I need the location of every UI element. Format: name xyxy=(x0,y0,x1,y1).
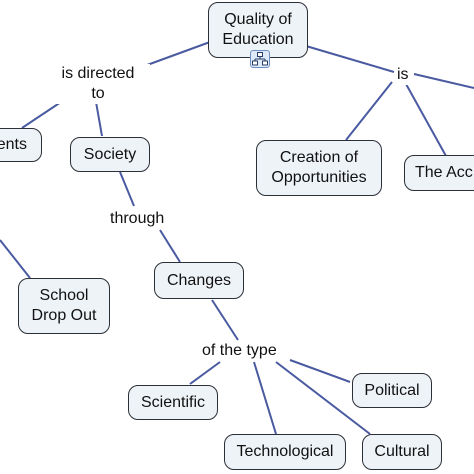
linking-phrase-is: is xyxy=(395,65,411,85)
node-students-partial[interactable]: ents xyxy=(0,128,42,162)
node-label: Technological xyxy=(236,443,334,460)
node-label-line: Drop Out xyxy=(31,307,97,324)
node-creation-of-opportunities[interactable]: Creation of Opportunities xyxy=(256,140,382,196)
connector-is-offscreen xyxy=(413,73,474,89)
node-label: The Acc xyxy=(415,164,473,181)
node-political[interactable]: Political xyxy=(352,373,432,408)
connector-is-to-creation xyxy=(345,81,393,141)
node-school-drop-out[interactable]: School Drop Out xyxy=(18,278,110,334)
sitemap-icon-glyph xyxy=(252,52,268,66)
connector-of-the-type-to-cultural xyxy=(275,361,371,435)
connector-offscreen-to-school xyxy=(0,239,31,279)
connector-through-to-changes xyxy=(159,229,181,263)
linking-phrase-through: through xyxy=(108,209,167,229)
sitemap-icon[interactable] xyxy=(250,50,270,68)
connector-society-to-through xyxy=(119,171,135,207)
connector-changes-to-of-the-type xyxy=(211,299,239,341)
node-label-line: Opportunities xyxy=(271,169,367,186)
node-society[interactable]: Society xyxy=(70,137,150,172)
linking-phrase-line: to xyxy=(91,85,105,102)
linking-phrase-is-directed-to: is directed to xyxy=(46,64,150,104)
linking-phrase-of-the-type: of the type xyxy=(200,341,279,361)
node-label-line: Quality of xyxy=(224,11,292,28)
node-quality-of-education[interactable]: Quality of Education xyxy=(208,2,308,58)
linking-phrase-text: of the type xyxy=(202,342,277,359)
node-label-line: Creation of xyxy=(279,149,359,166)
node-label: Cultural xyxy=(374,443,430,460)
node-label: Changes xyxy=(166,271,232,289)
node-label: ents xyxy=(0,136,27,153)
node-technological[interactable]: Technological xyxy=(224,434,346,470)
connector-is-to-access xyxy=(405,83,447,157)
node-label-line: Education xyxy=(222,31,294,48)
node-changes[interactable]: Changes xyxy=(154,262,244,299)
node-cultural[interactable]: Cultural xyxy=(362,434,442,470)
node-label: Political xyxy=(364,381,420,399)
connector-quality-to-is xyxy=(305,45,395,73)
node-label: Society xyxy=(83,145,137,163)
connector-of-the-type-to-political xyxy=(289,359,351,383)
linking-phrase-text: is xyxy=(397,66,409,83)
connector-of-the-type-to-technological xyxy=(253,361,277,435)
connector-of-the-type-to-scientific xyxy=(189,361,221,385)
linking-phrase-line: is directed xyxy=(61,65,135,82)
node-label: Scientific xyxy=(140,393,206,411)
node-the-access-partial[interactable]: The Acc xyxy=(404,155,474,191)
linking-phrase-text: through xyxy=(110,210,165,227)
node-label-line: School xyxy=(39,287,89,304)
node-scientific[interactable]: Scientific xyxy=(128,385,218,420)
connector-is-directed-to-society xyxy=(95,101,103,137)
